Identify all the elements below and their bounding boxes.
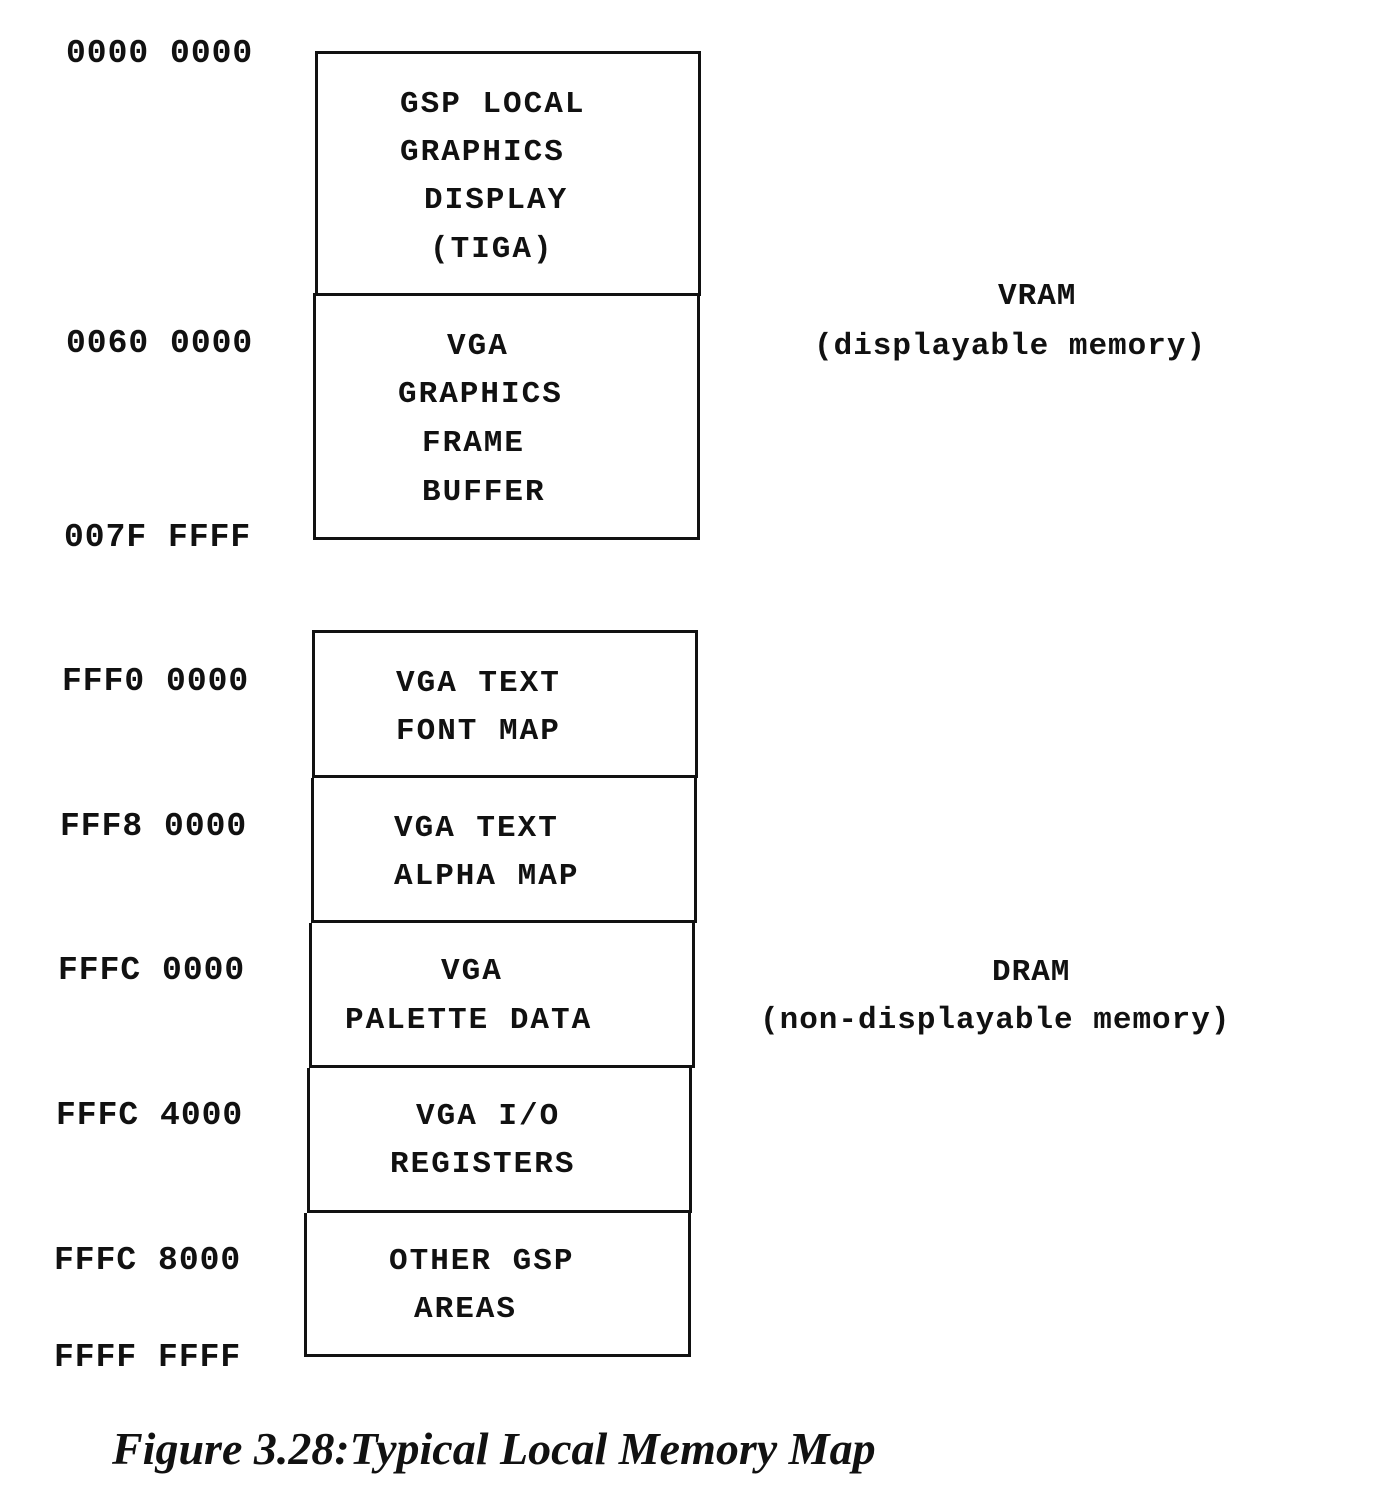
vram-sublabel: (displayable memory)	[814, 329, 1207, 364]
block-text-line: (TIGA)	[430, 232, 554, 267]
memory-block-vga-frame-buffer	[313, 293, 700, 540]
address-label: 0060 0000	[66, 325, 254, 362]
block-text-line: DISPLAY	[424, 183, 569, 218]
block-text-line: PALETTE DATA	[345, 1003, 593, 1038]
block-text-line: BUFFER	[422, 475, 546, 510]
block-text-line: VGA I/O	[416, 1099, 561, 1134]
block-text-line: ALPHA MAP	[394, 859, 580, 894]
address-label: FFFC 0000	[58, 952, 246, 989]
address-label: FFF8 0000	[60, 808, 248, 845]
dram-label: DRAM	[992, 955, 1071, 990]
memory-block-gsp-local-graphics	[315, 51, 701, 296]
figure-caption: Figure 3.28:Typical Local Memory Map	[112, 1423, 876, 1474]
dram-sublabel: (non-displayable memory)	[760, 1003, 1231, 1038]
address-label: 0000 0000	[66, 35, 254, 72]
block-text-line: OTHER GSP	[389, 1244, 575, 1279]
memory-block-vga-io-registers	[307, 1068, 692, 1213]
memory-block-other-gsp-areas	[304, 1213, 691, 1357]
address-label: FFFC 4000	[56, 1097, 244, 1134]
block-text-line: FONT MAP	[396, 714, 561, 749]
block-text-line: VGA TEXT	[396, 666, 561, 701]
block-text-line: AREAS	[414, 1292, 518, 1327]
block-text-line: FRAME	[422, 426, 526, 461]
block-text-line: VGA	[447, 329, 509, 364]
block-text-line: GRAPHICS	[400, 135, 565, 170]
address-label: FFFC 8000	[54, 1242, 242, 1279]
block-text-line: GSP LOCAL	[400, 87, 586, 122]
block-text-line: VGA	[441, 954, 503, 989]
block-text-line: GRAPHICS	[398, 377, 563, 412]
block-text-line: REGISTERS	[390, 1147, 576, 1182]
address-label: FFFF FFFF	[54, 1339, 242, 1376]
block-text-line: VGA TEXT	[394, 811, 559, 846]
memory-block-vga-palette-data	[309, 923, 695, 1068]
memory-block-vga-text-font-map	[312, 630, 698, 778]
address-label: 007F FFFF	[64, 519, 252, 556]
memory-block-vga-text-alpha-map	[311, 778, 697, 923]
address-label: FFF0 0000	[62, 663, 250, 700]
vram-label: VRAM	[998, 279, 1077, 314]
